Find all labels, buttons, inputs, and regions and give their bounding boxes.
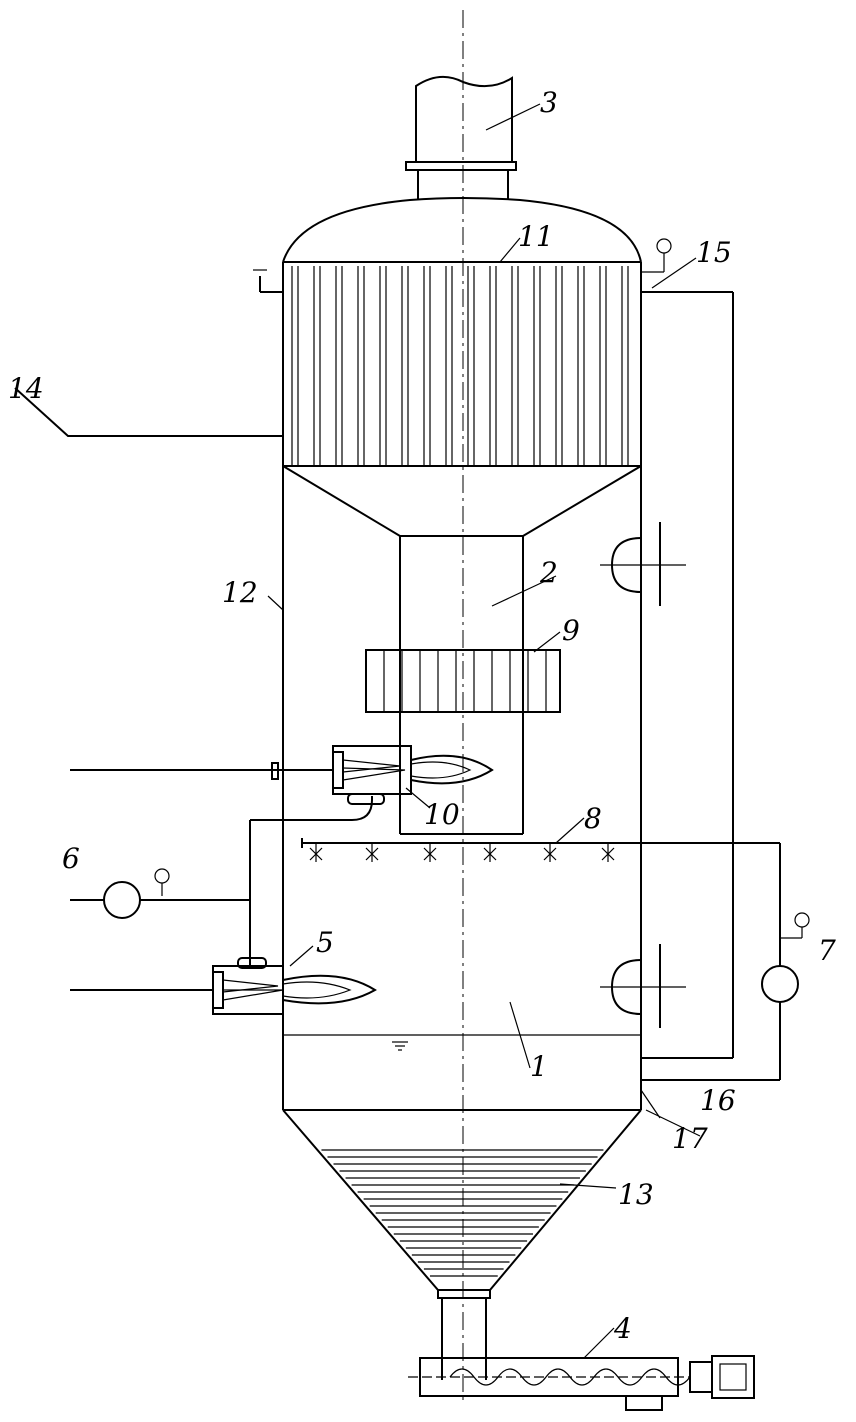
label-1: 1 — [530, 1050, 548, 1083]
heat-exchanger-tubes — [291, 266, 629, 466]
label-4: 4 — [613, 1312, 632, 1345]
chimney — [405, 75, 517, 200]
label-14: 14 — [8, 372, 44, 405]
label-12: 12 — [222, 576, 258, 609]
lower-burner — [70, 957, 377, 1015]
label-15: 15 — [696, 236, 732, 269]
recirculation-loop — [641, 291, 810, 1081]
upper-burner — [70, 745, 494, 805]
label-17: 17 — [672, 1122, 708, 1155]
combustion-chamber — [282, 465, 642, 835]
label-8: 8 — [584, 802, 602, 835]
manhole-upper — [600, 522, 686, 606]
label-9: 9 — [562, 614, 580, 647]
screw-conveyor — [408, 1355, 755, 1411]
vessel-shell — [282, 197, 642, 1380]
label-16: 16 — [700, 1084, 736, 1117]
manhole-lower — [600, 944, 686, 1028]
fin-ring — [365, 649, 561, 713]
label-6: 6 — [62, 842, 80, 875]
air-fan — [70, 796, 373, 966]
water-level-mark — [392, 1041, 408, 1051]
label-5: 5 — [316, 926, 334, 959]
label-7: 7 — [818, 934, 836, 967]
sediment-layer — [321, 1149, 604, 1277]
vent-valve — [253, 269, 283, 293]
label-10: 10 — [424, 798, 460, 831]
spray-header — [301, 838, 656, 862]
pressure-gauge — [641, 238, 672, 273]
label-3: 3 — [540, 86, 558, 119]
label-lines — [267, 103, 701, 1359]
label-2: 2 — [539, 556, 558, 589]
label-13: 13 — [618, 1178, 654, 1211]
label-11: 11 — [518, 220, 554, 253]
steam-outlet-pipe — [14, 387, 283, 437]
